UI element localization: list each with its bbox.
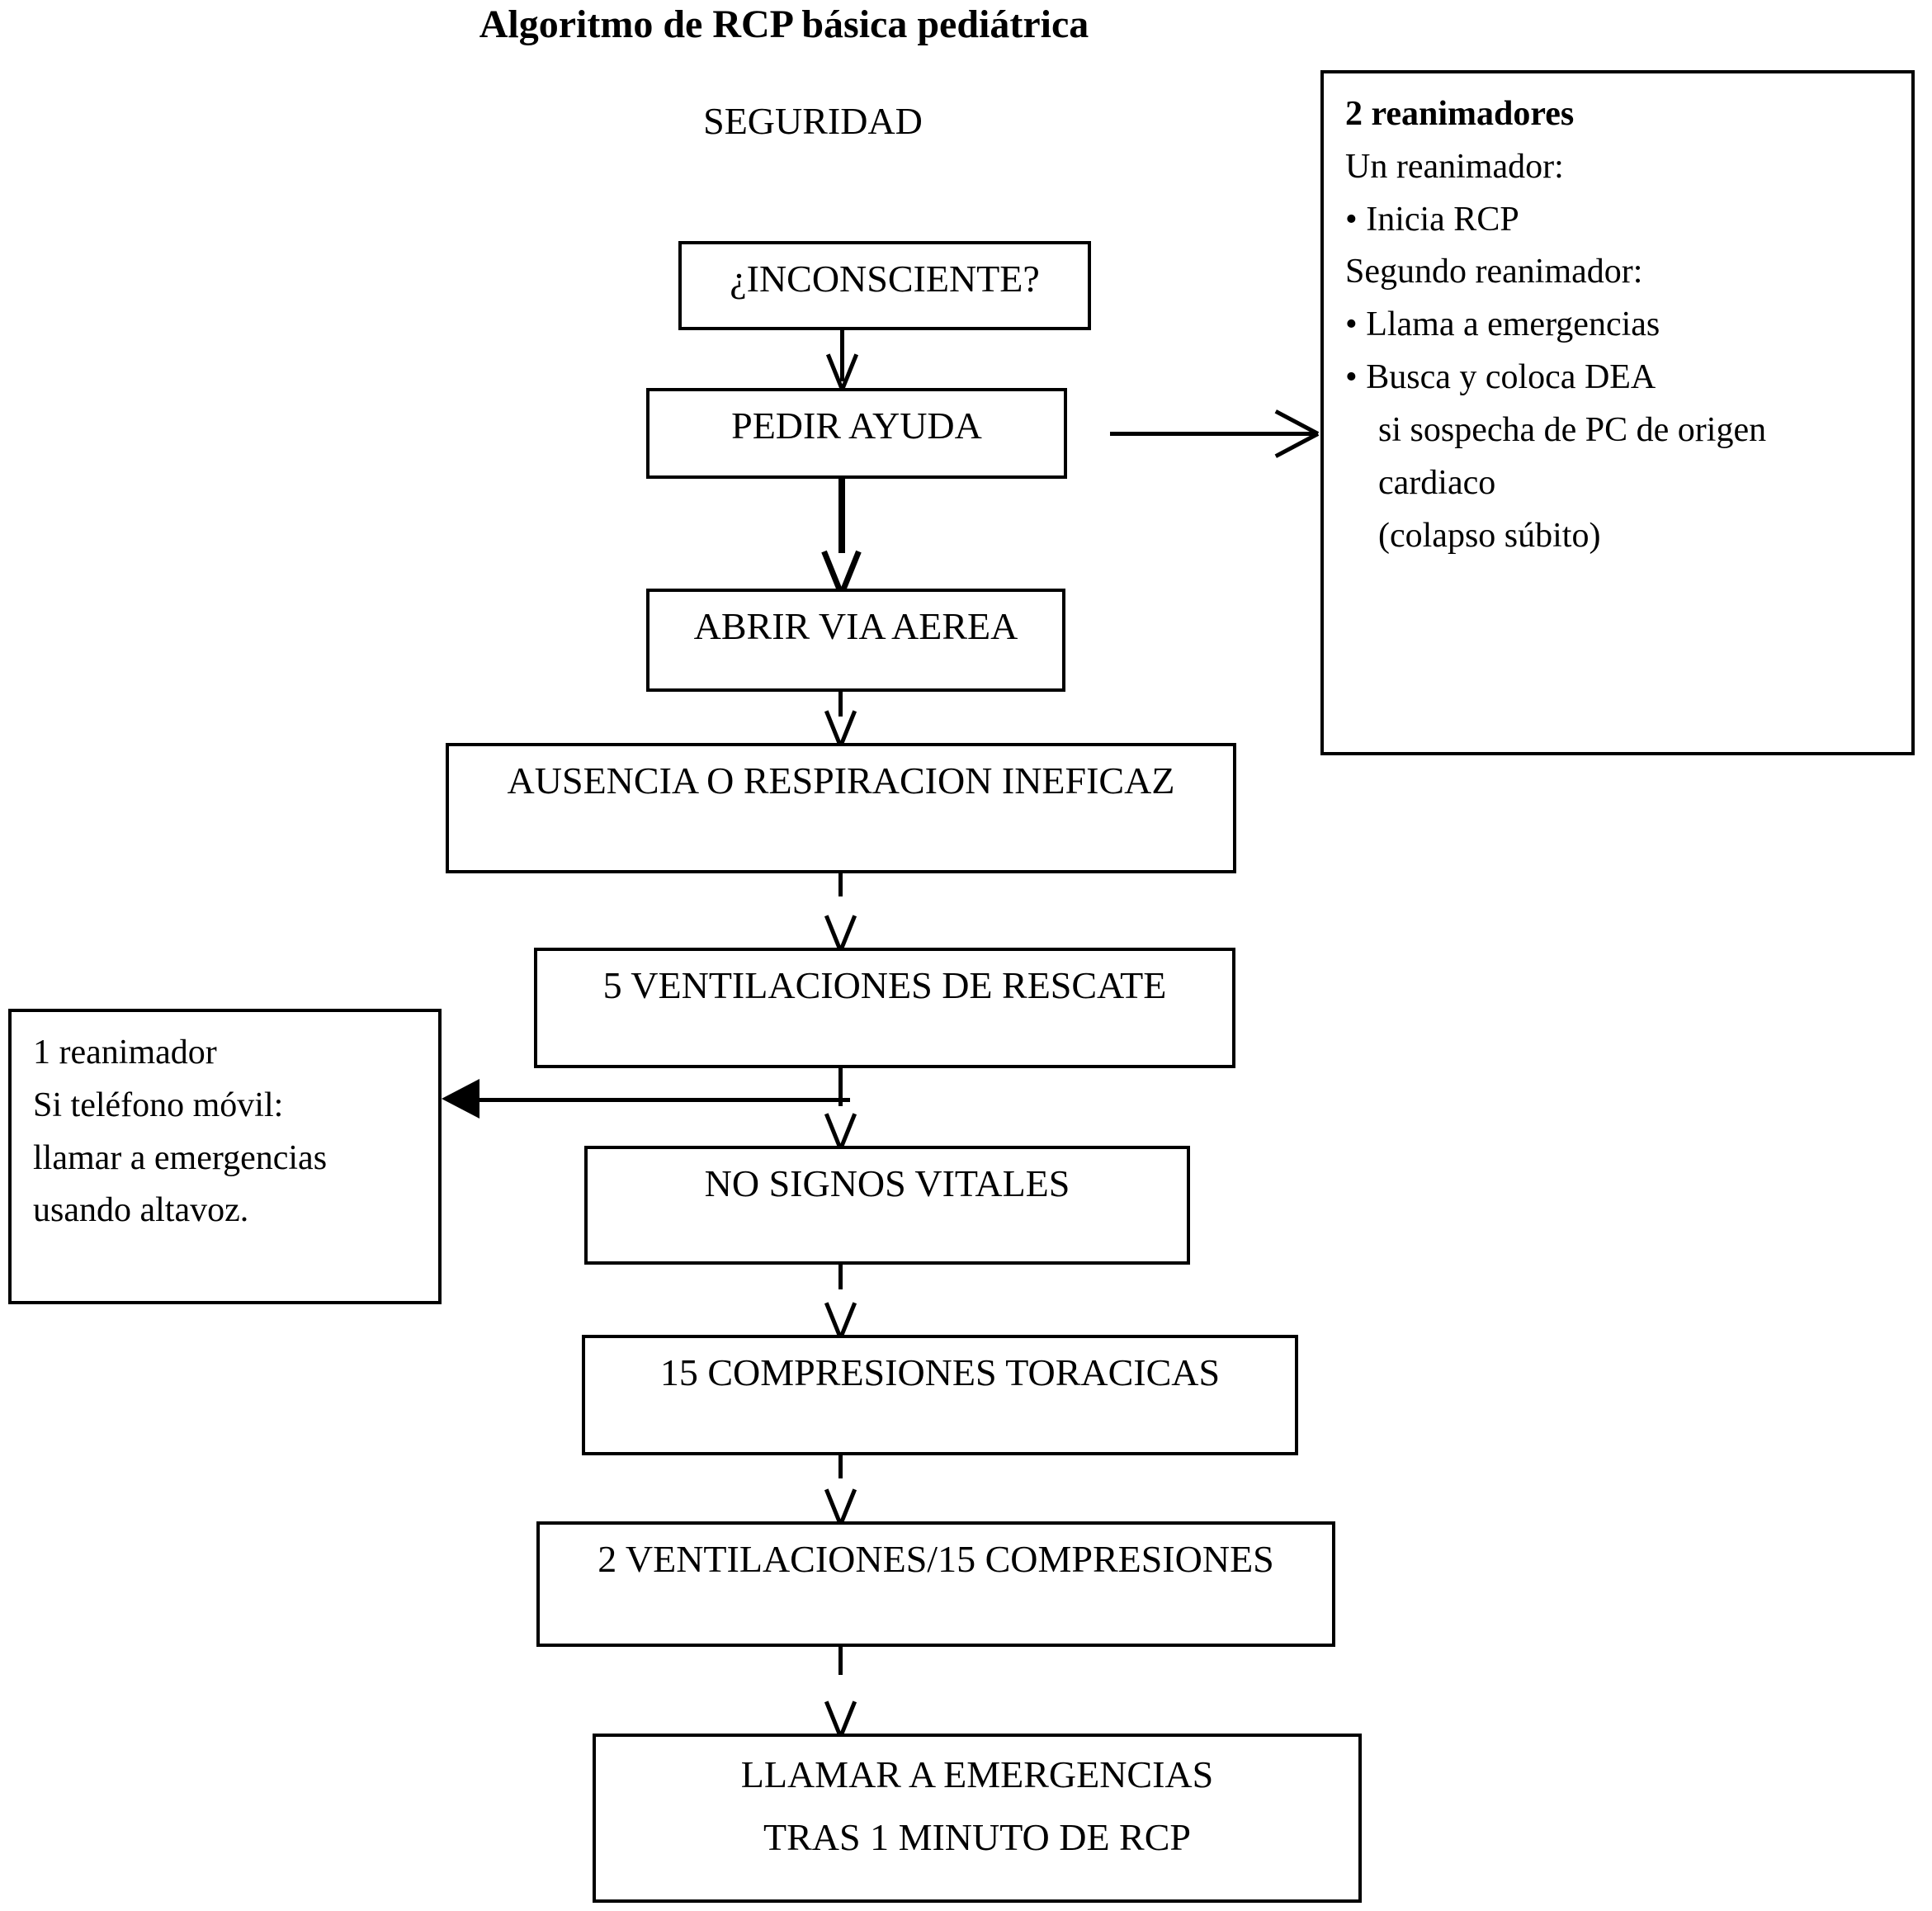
note-two-rescuers-sub1: Un reanimador: (1345, 147, 1564, 186)
connector-inconsciente-to-pedir-ayuda (840, 330, 844, 381)
note-two-rescuers-heading: 2 reanimadores (1345, 95, 1575, 133)
flow-step-abrir-via-aerea-label: ABRIR VIA AEREA (693, 605, 1018, 647)
note-two-rescuers-bullet-3-cont-a: si sospecha de PC de origen (1378, 410, 1767, 449)
flow-step-llamar-emergencias-line-1: LLAMAR A EMERGENCIAS (740, 1753, 1214, 1795)
flow-step-ausencia-respiracion: AUSENCIA O RESPIRACION INEFICAZ (446, 743, 1236, 873)
note-two-rescuers-bullet-3-cont-b: cardiaco (1378, 463, 1496, 502)
connector-compresiones-to-vent-comp (838, 1455, 843, 1478)
flow-step-llamar-emergencias: LLAMAR A EMERGENCIAS TRAS 1 MINUTO DE RC… (593, 1734, 1362, 1903)
flow-step-inconsciente-label: ¿INCONSCIENTE? (730, 258, 1040, 300)
note-one-rescuer-line-4: usando altavoz. (33, 1191, 249, 1230)
note-one-rescuer-line-3: llamar a emergencias (33, 1138, 328, 1177)
page-title: Algoritmo de RCP básica pediátrica (479, 2, 1089, 46)
note-one-rescuer-line-2: Si teléfono móvil: (33, 1086, 284, 1124)
note-two-rescuers-bullet-3-cont-c: (colapso súbito) (1378, 516, 1601, 555)
connector-no-signos-to-compresiones (838, 1265, 843, 1289)
flow-step-compresiones-toracicas-label: 15 COMPRESIONES TORACICAS (659, 1351, 1221, 1393)
flow-step-ausencia-respiracion-label: AUSENCIA O RESPIRACION INEFICAZ (507, 759, 1175, 802)
connector-abrir-via-to-ausencia (838, 692, 843, 717)
flow-step-pedir-ayuda: PEDIR AYUDA (646, 388, 1067, 479)
connector-pedir-ayuda-to-abrir-via (838, 479, 845, 553)
connector-ausencia-to-ventilaciones (838, 873, 843, 896)
connector-to-one-rescuer-note (462, 1098, 850, 1102)
flow-step-ventilaciones-rescate-label: 5 VENTILACIONES DE RESCATE (602, 964, 1167, 1006)
note-two-rescuers-bullet-3: • Busca y coloca DEA (1345, 358, 1656, 397)
flow-step-ventilaciones-compresiones-label: 2 VENTILACIONES/15 COMPRESIONES (598, 1538, 1274, 1580)
note-one-rescuer-line-1: 1 reanimador (33, 1034, 217, 1071)
flow-step-inconsciente: ¿INCONSCIENTE? (678, 241, 1091, 330)
connector-pedir-ayuda-to-two-rescuers (1110, 432, 1316, 436)
note-two-rescuers: 2 reanimadores Un reanimador: • Inicia R… (1320, 70, 1915, 755)
note-two-rescuers-bullet-2: • Llama a emergencias (1345, 305, 1660, 344)
arrowhead-left-1 (442, 1079, 479, 1119)
flow-step-llamar-emergencias-line-2: TRAS 1 MINUTO DE RCP (763, 1816, 1191, 1858)
connector-vent-comp-to-llamar (838, 1647, 843, 1675)
flow-step-pedir-ayuda-label: PEDIR AYUDA (731, 404, 982, 447)
flow-step-abrir-via-aerea: ABRIR VIA AEREA (646, 589, 1065, 692)
note-two-rescuers-sub2: Segundo reanimador: (1345, 253, 1643, 291)
flow-step-compresiones-toracicas: 15 COMPRESIONES TORACICAS (582, 1335, 1298, 1455)
connector-ventilaciones-to-no-signos (838, 1068, 843, 1106)
note-two-rescuers-bullet-1: • Inicia RCP (1345, 200, 1519, 239)
flow-step-ventilaciones-rescate: 5 VENTILACIONES DE RESCATE (534, 948, 1235, 1068)
flow-step-ventilaciones-compresiones: 2 VENTILACIONES/15 COMPRESIONES (536, 1521, 1335, 1647)
seguridad-label: SEGURIDAD (703, 100, 923, 142)
note-one-rescuer: 1 reanimador Si teléfono móvil: llamar a… (8, 1009, 442, 1304)
flow-step-no-signos-vitales: NO SIGNOS VITALES (584, 1146, 1190, 1265)
flow-step-no-signos-vitales-label: NO SIGNOS VITALES (704, 1162, 1070, 1204)
